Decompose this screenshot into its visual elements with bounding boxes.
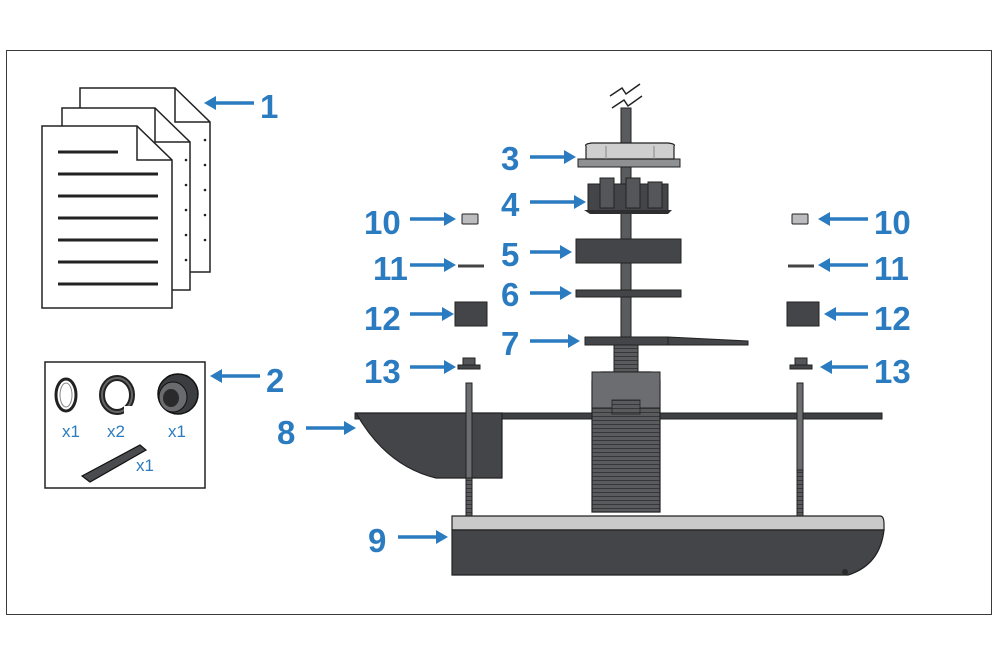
callout-arrow-3 xyxy=(530,150,576,164)
callout-label-4: 4 xyxy=(501,186,520,223)
cable-stem xyxy=(609,83,643,354)
flange-washer-left xyxy=(457,357,481,370)
callout-label-12-right: 12 xyxy=(874,300,911,337)
callout-arrow-9 xyxy=(398,530,448,544)
callout-arrow-10-right xyxy=(818,212,868,226)
callout-label-11-left: 11 xyxy=(373,250,408,287)
callout-arrow-12-left xyxy=(410,307,454,321)
callout-arrow-13-right xyxy=(820,360,868,374)
callout-arrow-5 xyxy=(530,245,572,259)
flat-gasket xyxy=(584,336,749,346)
callout-label-3: 3 xyxy=(501,140,519,177)
mounting-wedge xyxy=(80,444,148,483)
callout-arrow-13-left xyxy=(410,360,456,374)
flange-washer-right xyxy=(789,357,813,370)
thin-washer xyxy=(575,289,682,298)
callout-label-8: 8 xyxy=(277,414,295,451)
qty-o-ring: x1 xyxy=(62,422,80,441)
callout-label-13-left: 13 xyxy=(364,353,401,390)
diagram-frame xyxy=(6,50,992,615)
callout-label-13-right: 13 xyxy=(874,353,911,390)
callout-label-1: 1 xyxy=(260,88,278,125)
callout-label-10-left: 10 xyxy=(364,204,401,241)
callout-arrow-6 xyxy=(530,286,572,300)
locking-collar xyxy=(584,177,672,214)
callout-label-10-right: 10 xyxy=(874,204,911,241)
callout-arrow-12-right xyxy=(824,307,868,321)
callout-arrow-10-left xyxy=(410,212,456,226)
callout-arrow-4 xyxy=(530,195,586,209)
mounting-stud-left xyxy=(465,382,473,524)
callout-label-7: 7 xyxy=(501,325,519,362)
qty-mounting-wedge: x1 xyxy=(136,456,154,475)
o-ring xyxy=(54,377,78,413)
callout-label-11-right: 11 xyxy=(874,250,909,287)
fairing-block xyxy=(354,412,503,479)
callout-arrow-11-right xyxy=(818,258,868,272)
qty-locking-clip: x2 xyxy=(107,422,125,441)
callout-arrow-11-left xyxy=(410,258,456,272)
callout-label-2: 2 xyxy=(266,362,284,399)
cap-nut xyxy=(577,142,681,168)
threaded-housing xyxy=(591,371,661,513)
callout-arrow-7 xyxy=(530,334,580,348)
callout-label-12-left: 12 xyxy=(364,300,401,337)
nut-right xyxy=(791,213,809,225)
thick-washer xyxy=(575,238,682,264)
callout-arrow-1 xyxy=(204,96,254,110)
rubber-block-right xyxy=(786,301,820,327)
blanking-cap xyxy=(157,373,199,415)
locking-clip xyxy=(99,375,135,415)
rubber-block-left xyxy=(454,301,488,327)
callout-arrow-8 xyxy=(306,421,356,435)
callout-label-6: 6 xyxy=(501,276,519,313)
nut-left xyxy=(461,213,479,225)
accessory-kit: x1 x2 x1 x1 xyxy=(44,361,206,489)
callout-label-9: 9 xyxy=(368,522,386,559)
callout-label-5: 5 xyxy=(501,236,519,273)
mounting-stud-right xyxy=(796,382,804,524)
callout-arrow-2 xyxy=(210,369,260,383)
transducer-base xyxy=(451,515,885,576)
documentation-sheets xyxy=(41,87,211,309)
doc-sheet-front xyxy=(41,125,173,309)
qty-blanking-cap: x1 xyxy=(168,422,186,441)
